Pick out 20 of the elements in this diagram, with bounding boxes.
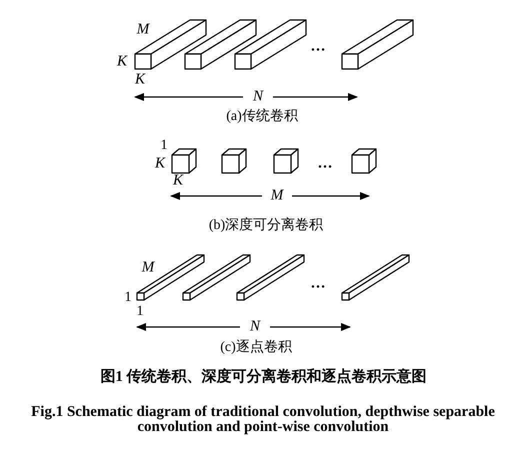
dimension-label: M	[136, 22, 150, 38]
dimension-label: 1	[124, 291, 132, 305]
dimension-label: N	[253, 90, 263, 104]
dimension-label: M	[270, 188, 284, 204]
dimension-label: 1	[136, 305, 144, 319]
ellipsis: …	[318, 156, 332, 172]
ellipsis: …	[310, 276, 326, 292]
figure-caption: Fig.1 Schematic diagram of traditional convolution, depthwise separable convolution and point-wise convolution	[30, 405, 496, 435]
dimension-label: K	[135, 72, 145, 88]
dimension-label: K	[117, 54, 127, 70]
dimension-label: M	[142, 260, 154, 276]
figure-caption: 图1 传统卷积、深度可分离卷积和逐点卷积示意图	[99, 367, 428, 387]
subfigure-caption: (b)深度可分离卷积	[208, 219, 324, 233]
dimension-label: 1	[160, 139, 168, 153]
dimension-label: N	[250, 320, 260, 334]
dimension-label: K	[173, 174, 183, 188]
dimension-label: K	[155, 156, 165, 172]
ellipsis: …	[310, 40, 326, 54]
subfigure-caption: (c)逐点卷积	[220, 341, 292, 355]
subfigure-caption: (a)传统卷积	[226, 110, 298, 124]
